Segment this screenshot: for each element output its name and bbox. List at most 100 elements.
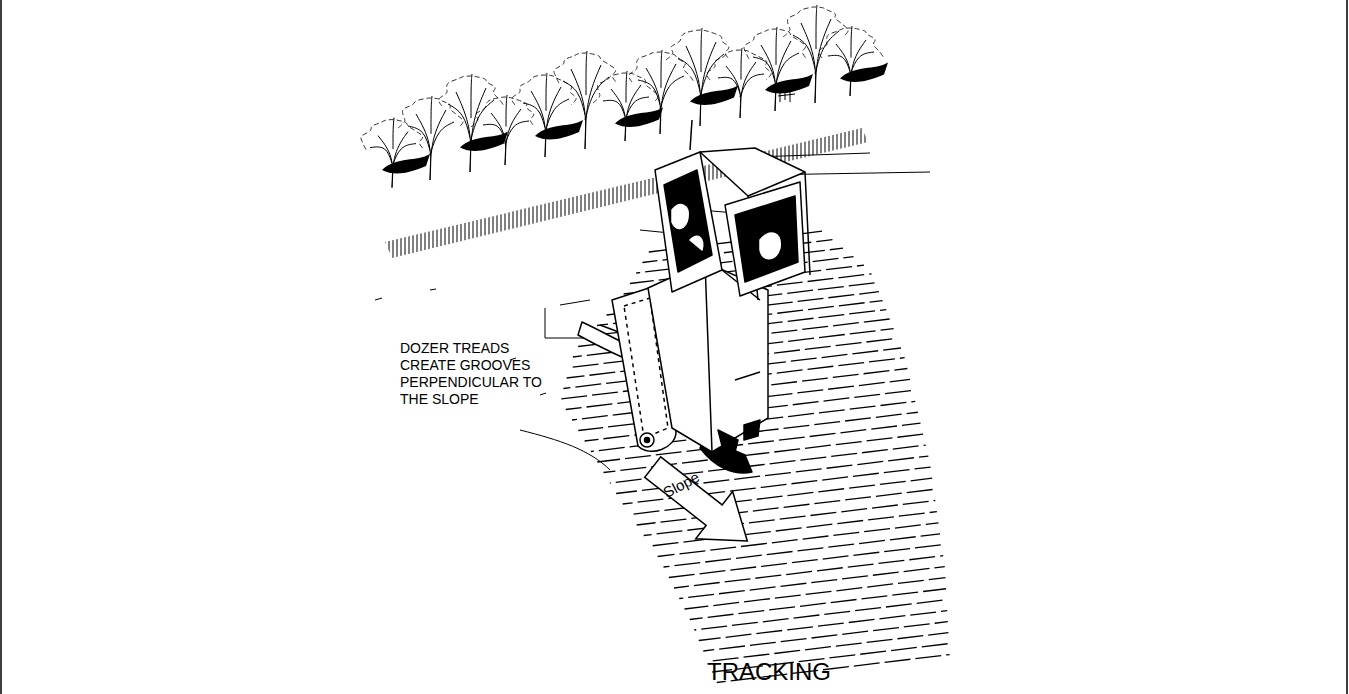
tree-branch — [378, 136, 393, 188]
tree-branch — [611, 89, 626, 141]
tree-crown — [439, 76, 504, 106]
tree-branch — [661, 50, 662, 88]
shrub-shadow — [382, 154, 430, 173]
tree-branch — [775, 41, 791, 111]
tree-branch — [701, 28, 702, 72]
tree-branch — [851, 26, 852, 58]
tree-branch — [470, 100, 494, 143]
tree-crown — [554, 53, 617, 83]
tree — [629, 50, 694, 134]
tree-branch — [816, 5, 817, 49]
tree-branch — [753, 57, 775, 82]
shrub-shadow — [535, 120, 583, 139]
rear-window-frame — [725, 182, 805, 296]
tree-crown — [666, 30, 730, 60]
tree-branch — [545, 87, 561, 157]
tree-branch — [638, 80, 660, 105]
tree-crown — [593, 73, 658, 103]
dozer — [578, 90, 810, 473]
tree-branch — [626, 71, 627, 103]
tree — [471, 95, 535, 165]
tree-branch — [370, 147, 392, 163]
tree-crown — [783, 7, 848, 37]
tree-branch — [603, 100, 625, 116]
caption: TRACKING — [619, 658, 919, 686]
arrow-outline — [640, 448, 760, 560]
cab-window — [664, 170, 712, 272]
tree — [398, 96, 463, 180]
rear-window — [735, 196, 798, 282]
tree-branch — [471, 74, 472, 118]
tree-branch — [741, 48, 742, 80]
groove-field — [560, 231, 949, 682]
tree — [707, 48, 771, 118]
tree — [744, 27, 813, 111]
tree-branch — [393, 118, 394, 150]
tree-branch — [523, 103, 545, 128]
tree-branch — [430, 122, 454, 155]
grille — [718, 420, 760, 452]
tree-branch — [726, 66, 741, 118]
tree-crown — [512, 75, 576, 105]
tree-branch — [546, 73, 547, 111]
tree-crown — [398, 98, 463, 128]
tree-branch — [431, 96, 432, 134]
operator-back — [760, 233, 780, 259]
tree-branch — [776, 27, 777, 65]
body-edge — [705, 262, 712, 452]
ground-line — [520, 430, 610, 470]
tree-branch — [660, 64, 676, 134]
cab — [655, 152, 722, 292]
tree-branch — [506, 95, 507, 127]
tree-branch — [815, 19, 831, 103]
canopy-post — [722, 172, 810, 300]
body-detail — [735, 372, 760, 380]
note-text: DOZER TREADS CREATE GROOVES PERPENDICULA… — [400, 340, 550, 408]
ground-line — [540, 393, 546, 395]
tree — [819, 26, 888, 96]
tree — [666, 28, 738, 126]
slope-arrow: Slope — [640, 448, 760, 560]
shrub-shadow — [690, 86, 738, 105]
tree — [593, 71, 663, 141]
track-roller-hub — [645, 438, 650, 443]
ground-line — [430, 289, 436, 290]
tree-branch — [718, 77, 740, 93]
tree-branch — [470, 88, 486, 172]
tree-line — [361, 5, 888, 188]
ground-line — [560, 300, 590, 305]
tree-branch — [430, 110, 446, 180]
track-roller — [640, 433, 654, 447]
stake-marks — [778, 90, 795, 102]
shrub-shadow — [840, 63, 888, 82]
ground-marks — [375, 153, 930, 470]
tree-branch — [585, 77, 609, 120]
tree-crown — [707, 50, 771, 80]
arrow-shape — [634, 443, 766, 564]
tree-branch — [586, 51, 587, 95]
shrub-shadow — [460, 132, 508, 151]
operator — [672, 205, 703, 250]
tree — [783, 5, 848, 103]
tree-branch — [793, 35, 815, 69]
shrub-shadow — [615, 108, 663, 127]
tree-crown — [471, 97, 535, 127]
tree-crown — [819, 28, 884, 58]
tree-crown — [361, 120, 424, 150]
tree-branch — [483, 124, 505, 140]
exhaust-stack — [690, 120, 692, 150]
tree-branch — [678, 58, 700, 92]
tree-branch — [563, 81, 585, 115]
tree-branch — [505, 121, 529, 144]
groove — [703, 622, 948, 651]
tree-crown — [744, 29, 807, 59]
tree-branch — [491, 113, 506, 165]
tree — [361, 118, 430, 188]
tree — [512, 73, 583, 157]
tree-branch — [740, 74, 764, 97]
groove — [651, 512, 937, 546]
shrub-shadow — [765, 74, 813, 93]
tree-branch — [448, 104, 470, 138]
